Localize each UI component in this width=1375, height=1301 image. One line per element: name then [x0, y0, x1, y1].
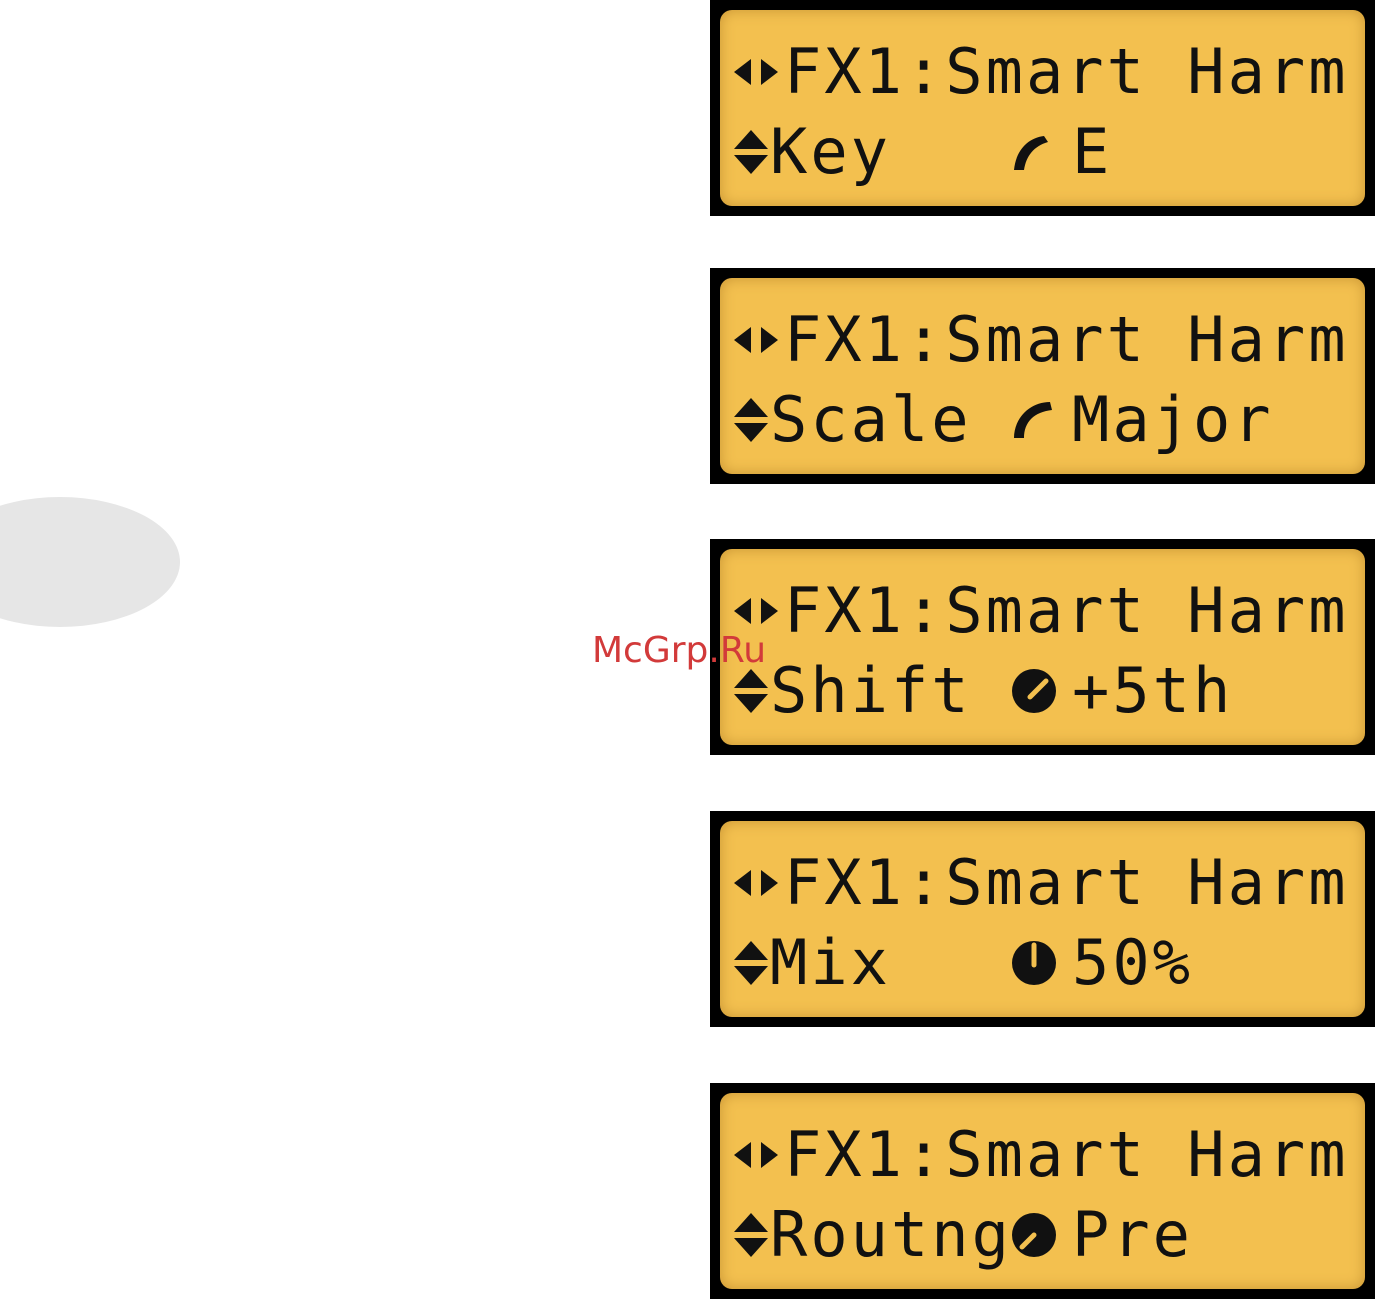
lcd-param-label: Routng — [770, 1203, 1010, 1267]
knob-min-icon — [1010, 120, 1072, 184]
up-down-arrows-icon — [734, 931, 770, 995]
knob-low-icon — [1010, 388, 1072, 452]
lcd-display-key: FX1:Smart Harm Key E — [710, 0, 1375, 216]
lcd-screen: FX1:Smart Harm Routng Pre — [720, 1093, 1365, 1289]
lcd-param-row: Mix 50% — [734, 931, 1193, 995]
knob-quarter-icon — [1010, 1203, 1072, 1267]
lcd-title-row: FX1:Smart Harm — [734, 851, 1349, 915]
lcd-param-label: Key — [770, 120, 1010, 184]
lcd-title-row: FX1:Smart Harm — [734, 40, 1349, 104]
up-down-arrows-icon — [734, 1203, 770, 1267]
lcd-title: FX1:Smart Harm — [784, 308, 1349, 372]
lcd-param-label: Mix — [770, 931, 1010, 995]
lcd-value: Pre — [1072, 1203, 1193, 1267]
lcd-screen: FX1:Smart Harm Key E — [720, 10, 1365, 206]
lcd-title: FX1:Smart Harm — [784, 40, 1349, 104]
lcd-param-row: Scale Major — [734, 388, 1274, 452]
lcd-screen: FX1:Smart Harm Scale Major — [720, 278, 1365, 474]
lcd-value: +5th — [1072, 659, 1233, 723]
lcd-display-scale: FX1:Smart Harm Scale Major — [710, 268, 1375, 484]
left-right-arrows-icon — [734, 308, 784, 372]
lcd-param-label: Shift — [770, 659, 1010, 723]
knob-half-icon — [1010, 931, 1072, 995]
left-right-arrows-icon — [734, 1123, 784, 1187]
lcd-screen: FX1:Smart Harm Shift +5th — [720, 549, 1365, 745]
lcd-display-mix: FX1:Smart Harm Mix 50% — [710, 811, 1375, 1027]
lcd-title: FX1:Smart Harm — [784, 1123, 1349, 1187]
lcd-title-row: FX1:Smart Harm — [734, 579, 1349, 643]
lcd-param-row: Shift +5th — [734, 659, 1233, 723]
lcd-display-shift: FX1:Smart Harm Shift +5th — [710, 539, 1375, 755]
lcd-param-row: Routng Pre — [734, 1203, 1193, 1267]
up-down-arrows-icon — [734, 388, 770, 452]
lcd-title: FX1:Smart Harm — [784, 579, 1349, 643]
lcd-param-label: Scale — [770, 388, 1010, 452]
lcd-value: Major — [1072, 388, 1274, 452]
left-right-arrows-icon — [734, 40, 784, 104]
lcd-display-routing: FX1:Smart Harm Routng Pre — [710, 1083, 1375, 1299]
lcd-title-row: FX1:Smart Harm — [734, 308, 1349, 372]
lcd-title-row: FX1:Smart Harm — [734, 1123, 1349, 1187]
side-tab — [0, 497, 180, 627]
watermark: McGrp.Ru — [592, 630, 766, 671]
left-right-arrows-icon — [734, 851, 784, 915]
lcd-title: FX1:Smart Harm — [784, 851, 1349, 915]
lcd-value: E — [1072, 120, 1112, 184]
lcd-param-row: Key E — [734, 120, 1112, 184]
lcd-value: 50% — [1072, 931, 1193, 995]
up-down-arrows-icon — [734, 120, 770, 184]
knob-mid-icon — [1010, 659, 1072, 723]
lcd-screen: FX1:Smart Harm Mix 50% — [720, 821, 1365, 1017]
